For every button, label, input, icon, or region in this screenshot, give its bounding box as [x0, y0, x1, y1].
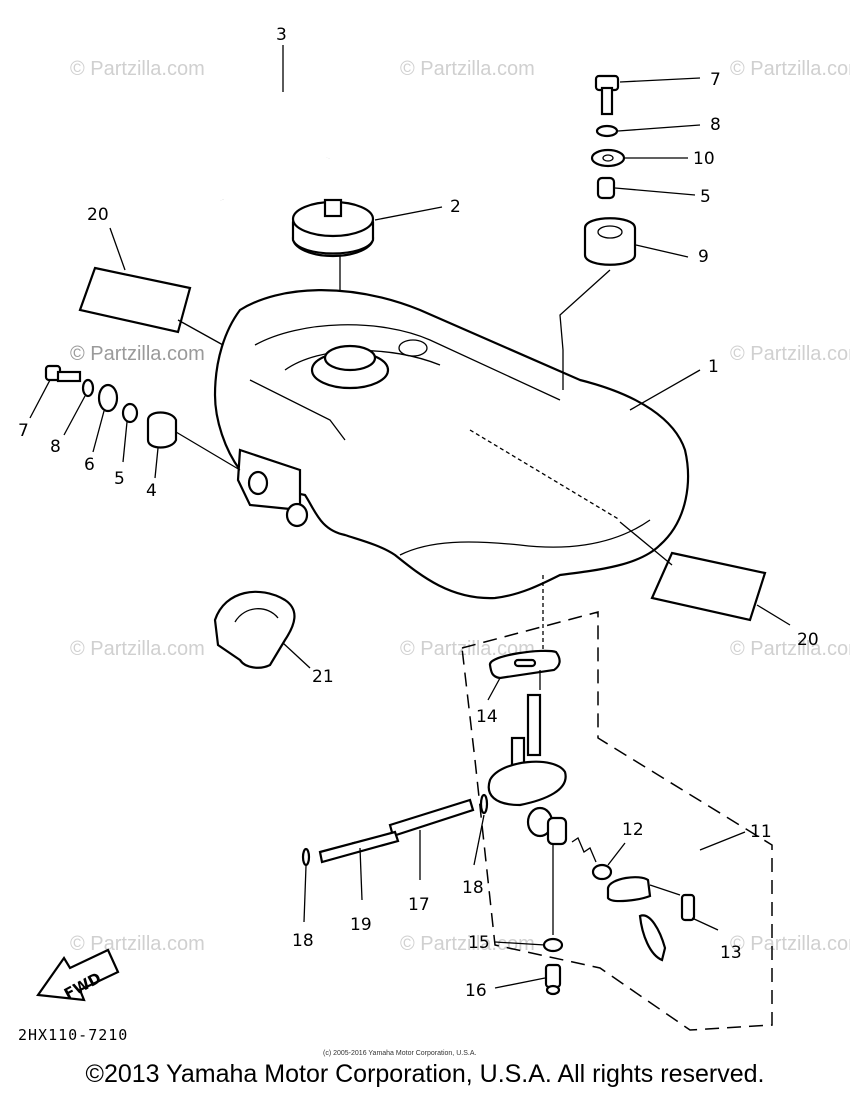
callout-label: 5	[700, 187, 711, 207]
callout-label: 8	[710, 115, 721, 135]
callout-label: 20	[797, 630, 819, 650]
callout-label: 19	[350, 915, 372, 935]
small-copyright: (c) 2005-2016 Yamaha Motor Corporation, …	[323, 1050, 476, 1057]
watermark: © Partzilla.com	[730, 58, 850, 80]
callout-label: 9	[698, 247, 709, 267]
fwd-arrow-icon: FWD	[36, 948, 120, 1003]
callout-numbers: 3 2 1 20 20 7 8 10 5 9 7 8 6 5 4 21 14 1…	[18, 25, 819, 1001]
callout-label: 7	[18, 421, 29, 441]
callout-label: 8	[50, 437, 61, 457]
part-fuel-tank	[213, 289, 690, 600]
part-decal-right	[619, 521, 767, 622]
callout-label: 16	[465, 981, 487, 1001]
callout-label: 1	[708, 357, 719, 377]
watermark: © Partzilla.com	[70, 638, 205, 660]
watermarks: © Partzilla.com © Partzilla.com © Partzi…	[70, 58, 850, 955]
callout-label: 12	[622, 820, 644, 840]
part-clip	[213, 590, 311, 669]
callout-label: 14	[476, 707, 498, 727]
watermark: © Partzilla.com	[400, 933, 535, 955]
callout-label: 4	[146, 481, 157, 501]
callout-label: 11	[750, 822, 772, 842]
callout-label: 18	[462, 878, 484, 898]
part-fuel-hose	[301, 793, 489, 923]
callout-label: 7	[710, 70, 721, 90]
callout-label: 3	[276, 25, 287, 45]
watermark: © Partzilla.com	[400, 58, 535, 80]
callout-label: 10	[693, 149, 715, 169]
watermark: © Partzilla.com	[70, 343, 205, 365]
part-breather-hose	[219, 92, 331, 201]
callout-label: 6	[84, 455, 95, 475]
part-mount-stack-left	[29, 364, 241, 479]
callout-label: 18	[292, 931, 314, 951]
callout-label: 17	[408, 895, 430, 915]
callout-label: 13	[720, 943, 742, 963]
watermark: © Partzilla.com	[730, 343, 850, 365]
callout-label: 5	[114, 469, 125, 489]
footer-copyright: ©2013 Yamaha Motor Corporation, U.S.A. A…	[85, 1060, 765, 1088]
watermark: © Partzilla.com	[70, 58, 205, 80]
part-mount-stack-right	[559, 74, 701, 390]
watermark: © Partzilla.com	[730, 933, 850, 955]
diagram-code: 2HX110-7210	[18, 1026, 128, 1044]
watermark: © Partzilla.com	[70, 933, 205, 955]
callout-label: 2	[450, 197, 461, 217]
callout-label: 21	[312, 667, 334, 687]
watermark: © Partzilla.com	[730, 638, 850, 660]
watermark: © Partzilla.com	[400, 638, 535, 660]
part-fuel-cock-assembly	[461, 575, 773, 1031]
callout-label: 20	[87, 205, 109, 225]
leader-lines	[109, 45, 791, 690]
callout-label: 15	[468, 933, 490, 953]
